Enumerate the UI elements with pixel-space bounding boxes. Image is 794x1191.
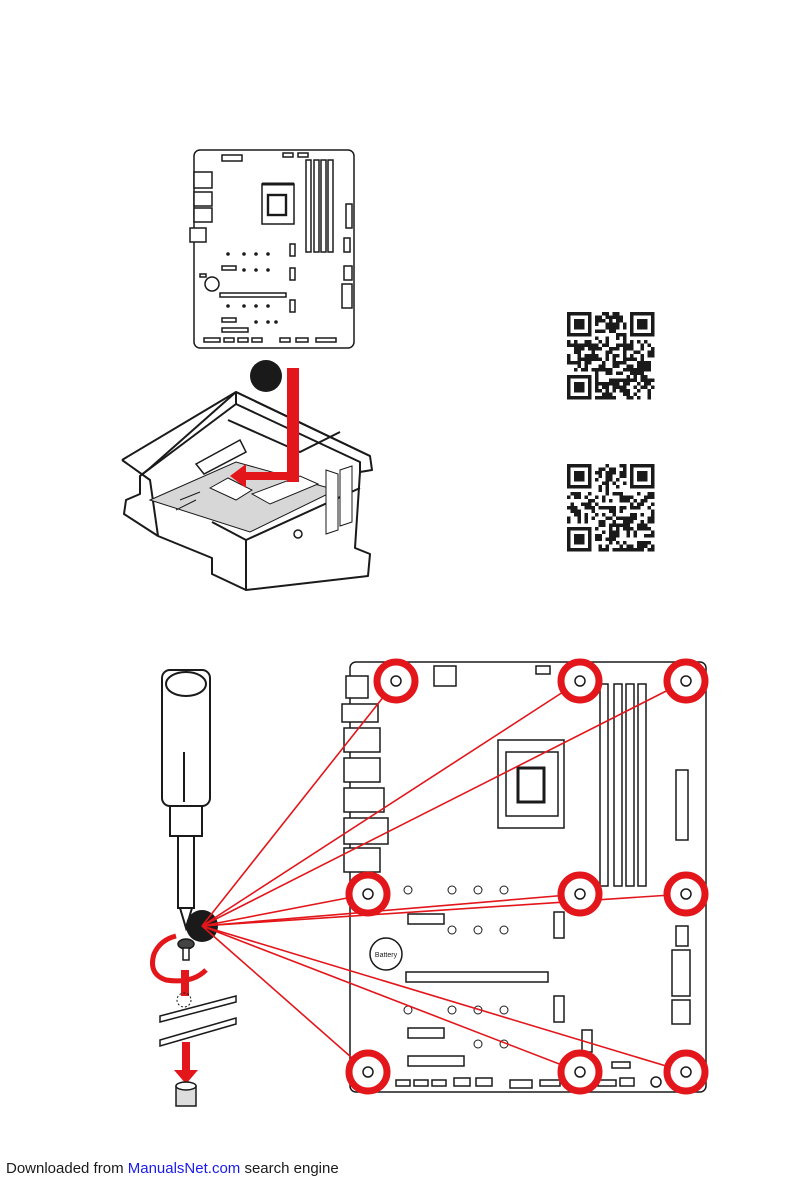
install-figure [0,0,794,620]
screwdriver [162,670,210,928]
footer-text: Downloaded from ManualsNet.com search en… [6,1160,339,1177]
motherboard-screw-view [342,662,706,1092]
screw-hole-7 [349,1053,387,1091]
screw-hole-1 [377,662,415,700]
step-badge-1 [250,360,282,392]
battery-label: Battery [375,952,398,959]
screw-hole-9 [667,1053,705,1091]
manualsnet-link[interactable]: ManualsNet.com [128,1160,241,1177]
screw-hole-6 [667,875,705,913]
screw-hole-5 [561,875,599,913]
screw-down-arrow-bottom [174,1042,198,1084]
screw-figure: Battery [0,620,794,1140]
case-plate [160,996,236,1022]
motherboard-top-view [190,150,354,348]
screw-hole-4 [349,875,387,913]
screw-placement-illustration: Battery [0,620,794,1140]
standoff [176,1082,196,1106]
screw-down-arrow-top [181,970,189,996]
screw-hole-2 [561,662,599,700]
screw-hole-3 [667,662,705,700]
motherboard-into-case-illustration [0,0,794,620]
screw-hole-8 [561,1053,599,1091]
screw [178,939,194,960]
